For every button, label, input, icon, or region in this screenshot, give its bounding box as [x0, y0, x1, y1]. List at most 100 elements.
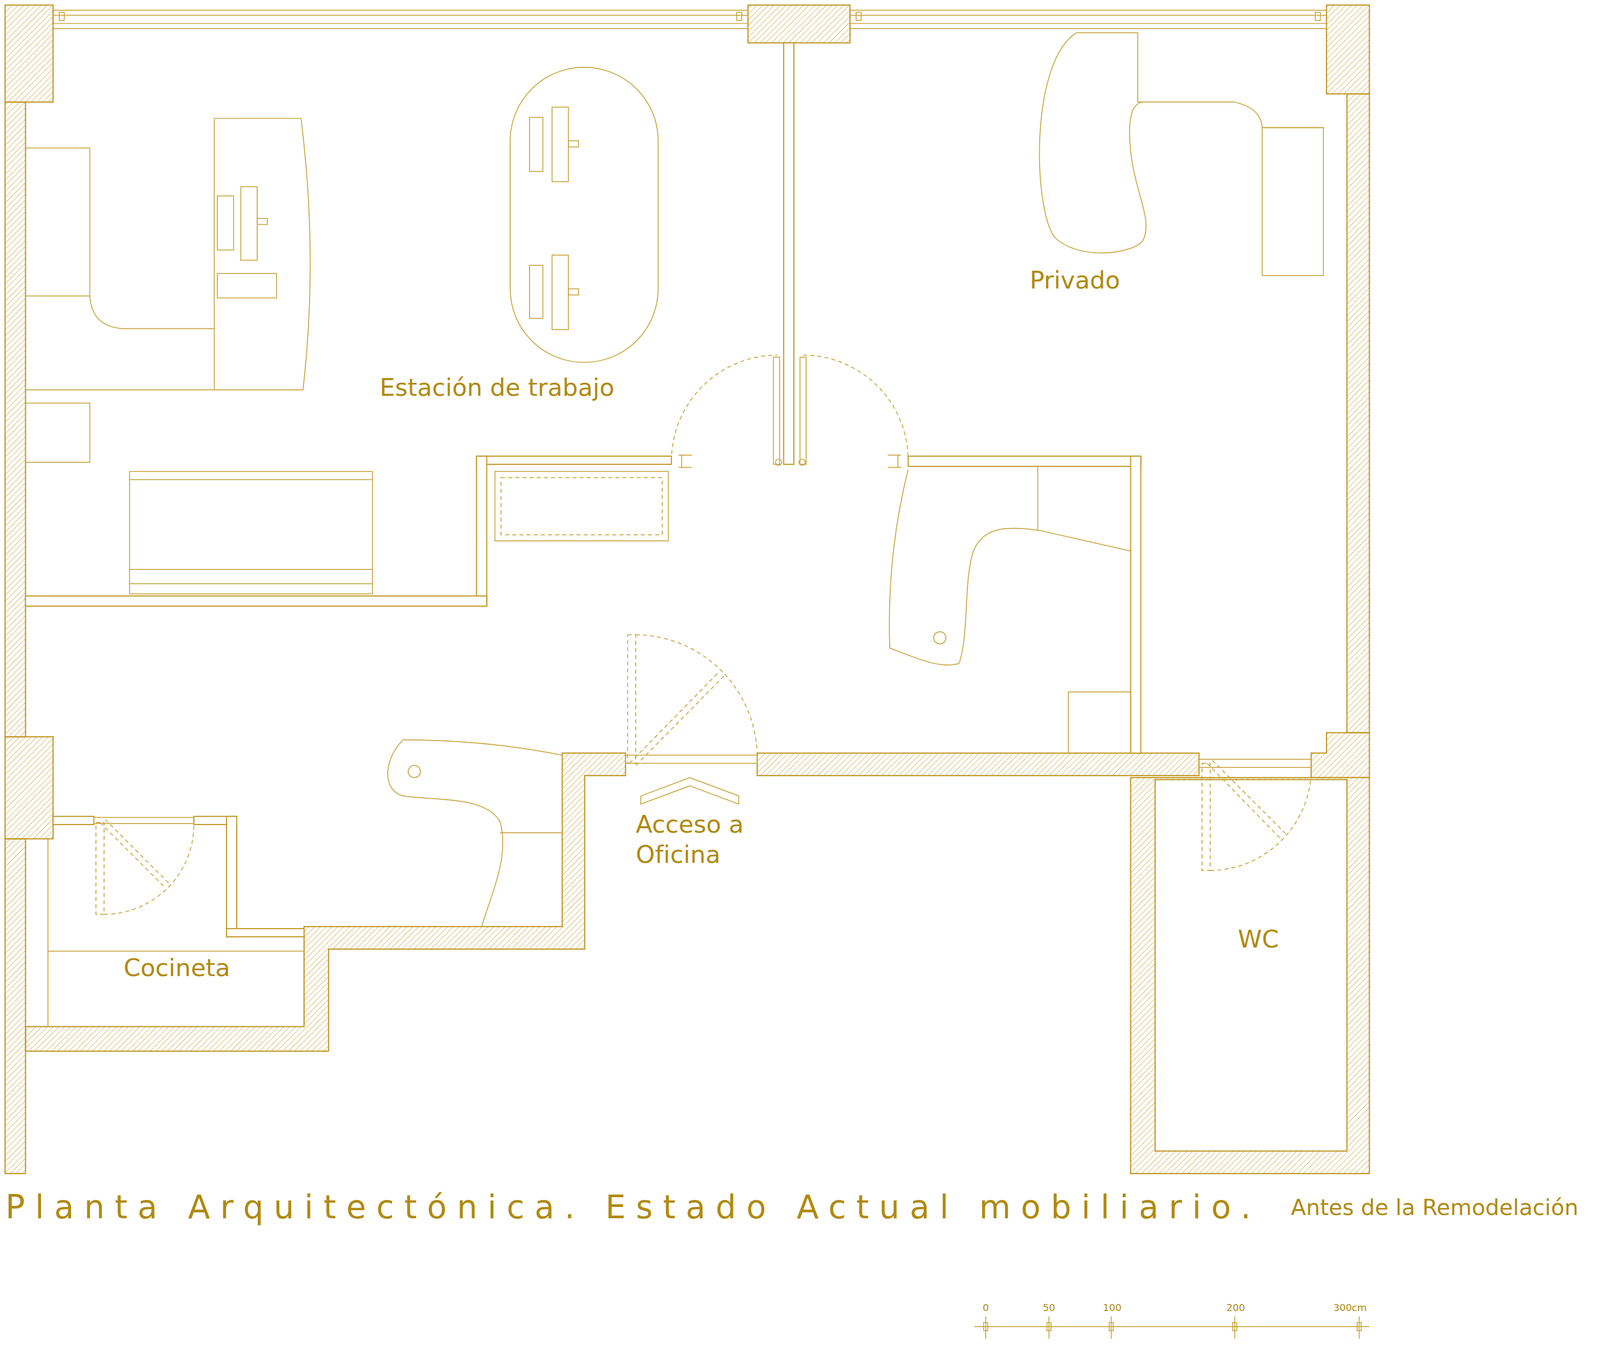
wall — [4, 736, 53, 839]
furniture — [552, 107, 569, 182]
scale-bar — [1232, 1322, 1238, 1331]
window — [59, 12, 65, 21]
furniture — [214, 118, 216, 390]
furniture — [129, 471, 373, 594]
window — [52, 23, 748, 25]
window — [849, 10, 1327, 29]
furniture — [129, 583, 373, 585]
window — [849, 15, 1327, 17]
door — [95, 822, 105, 915]
furniture — [510, 67, 658, 363]
furniture — [217, 273, 277, 298]
scale-bar — [983, 1322, 988, 1331]
door — [95, 355, 1312, 915]
partition — [1130, 456, 1142, 754]
furniture — [129, 479, 373, 481]
partition — [25, 42, 1311, 1027]
scale-bar — [974, 1326, 1370, 1328]
furniture — [1068, 691, 1131, 754]
furniture — [25, 118, 311, 390]
furniture — [408, 765, 421, 778]
scale-number: 50 — [1040, 1301, 1058, 1315]
scale-number: 200 — [1224, 1301, 1247, 1315]
door — [775, 459, 782, 466]
wall — [1326, 4, 1370, 94]
door — [678, 455, 692, 468]
partition — [25, 595, 487, 607]
door — [1212, 760, 1286, 834]
door — [104, 824, 195, 915]
partition — [47, 838, 49, 1027]
partition — [625, 754, 758, 764]
scale-bar — [1110, 1316, 1112, 1339]
furniture — [1262, 127, 1324, 276]
furniture — [217, 195, 234, 250]
furniture — [1037, 466, 1039, 531]
window — [1315, 12, 1321, 21]
room-label: Cocineta — [121, 952, 233, 984]
furniture — [552, 255, 569, 330]
wall — [25, 752, 626, 1052]
room-label: Acceso a Oficina — [633, 809, 784, 871]
room-label: Privado — [1027, 265, 1123, 296]
wall — [747, 4, 850, 43]
scale-number: 0 — [980, 1301, 991, 1315]
furniture — [933, 631, 946, 644]
door — [1202, 763, 1211, 871]
subtitle: Antes de la Remodelación — [1288, 1193, 1581, 1222]
scale-bar — [1358, 1316, 1361, 1339]
drawing-title: Planta Arquitectónica. Estado Actual mob… — [3, 1186, 1263, 1228]
door — [635, 634, 758, 758]
window — [856, 12, 862, 21]
door — [773, 356, 780, 465]
scale-bar — [1048, 1316, 1050, 1339]
partition — [908, 456, 1141, 467]
door — [629, 671, 720, 764]
wall — [757, 752, 1199, 776]
partition — [226, 928, 305, 937]
partition — [1198, 759, 1311, 768]
window — [52, 10, 748, 29]
partition — [476, 456, 487, 607]
door — [1210, 767, 1311, 871]
furniture — [889, 469, 1131, 665]
partition — [476, 456, 672, 465]
furniture — [529, 117, 544, 172]
scale-bar — [1109, 1322, 1114, 1331]
furniture — [257, 218, 268, 225]
window — [52, 10, 1327, 29]
door — [799, 459, 806, 466]
door — [802, 355, 909, 462]
scale-bar — [974, 1316, 1370, 1339]
furniture — [25, 402, 90, 463]
furniture — [1076, 32, 1324, 128]
furniture — [500, 477, 663, 535]
partition — [93, 817, 194, 824]
scale-bar — [1234, 1316, 1236, 1339]
furniture — [25, 147, 90, 296]
wall — [4, 101, 26, 737]
door — [800, 356, 807, 465]
furniture — [499, 832, 562, 834]
door — [627, 634, 636, 764]
furniture — [387, 739, 563, 927]
furniture — [1039, 32, 1147, 253]
furniture — [568, 140, 579, 147]
partition — [783, 42, 794, 465]
entry-arrow — [640, 777, 739, 805]
room-label: WC — [1235, 924, 1281, 955]
scale-bar — [1046, 1322, 1052, 1331]
wall — [1130, 777, 1370, 1174]
partition — [52, 816, 94, 825]
window — [736, 12, 742, 21]
door — [99, 822, 166, 888]
door — [635, 675, 725, 766]
wall — [4, 4, 53, 102]
furniture — [129, 568, 373, 571]
window — [849, 23, 1327, 25]
furniture — [529, 265, 544, 319]
scale-bar — [1357, 1322, 1362, 1331]
wall — [4, 838, 26, 1174]
